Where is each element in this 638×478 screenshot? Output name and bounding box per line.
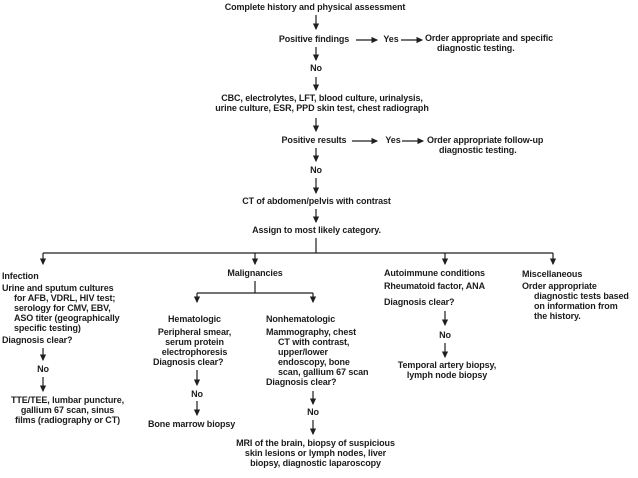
node-infection-diagnosis-clear: Diagnosis clear? — [2, 335, 73, 345]
node-ct-scan: CT of abdomen/pelvis with contrast — [242, 196, 391, 206]
node-infection-tests: Urine and sputum cultures for AFB, VDRL,… — [2, 283, 120, 333]
label-autoimmune-no: No — [439, 330, 451, 340]
node-bone-marrow-biopsy: Bone marrow biopsy — [148, 419, 236, 429]
node-hematologic-diagnosis-clear: Diagnosis clear? — [153, 357, 224, 367]
label-no-1: No — [310, 63, 322, 73]
label-no-2: No — [310, 165, 322, 175]
subbranch-title-hematologic: Hematologic — [168, 314, 221, 324]
branch-title-malignancies: Malignancies — [227, 268, 283, 278]
node-autoimmune-tests: Rheumatoid factor, ANA — [384, 281, 485, 291]
malignancy-split-rail — [197, 281, 313, 294]
branch-title-infection: Infection — [2, 271, 39, 281]
node-order-specific-testing: Order appropriate and specific diagnosti… — [425, 33, 554, 53]
subbranch-title-nonhematologic: Nonhematologic — [266, 314, 336, 324]
node-autoimmune-next-tests: Temporal artery biopsy, lymph node biops… — [397, 360, 497, 380]
node-nonhematologic-next-tests: MRI of the brain, biopsy of suspicious s… — [236, 438, 395, 468]
label-infection-no: No — [37, 364, 49, 374]
node-initial-labs: CBC, electrolytes, LFT, blood culture, u… — [215, 93, 429, 113]
node-autoimmune-diagnosis-clear: Diagnosis clear? — [384, 297, 455, 307]
label-yes-1: Yes — [383, 34, 399, 44]
node-assign-category: Assign to most likely category. — [252, 225, 381, 235]
branch-title-miscellaneous: Miscellaneous — [522, 269, 583, 279]
node-nonhematologic-tests: Mammography, chest CT with contrast, upp… — [266, 327, 369, 377]
branch-title-autoimmune: Autoimmune conditions — [384, 268, 485, 278]
label-nonhematologic-no: No — [307, 407, 319, 417]
node-miscellaneous-tests: Order appropriate diagnostic tests based… — [522, 281, 629, 321]
node-infection-next-tests: TTE/TEE, lumbar puncture, gallium 67 sca… — [10, 395, 124, 425]
label-hematologic-no: No — [191, 389, 203, 399]
node-history-assessment: Complete history and physical assessment — [224, 2, 406, 12]
node-positive-findings: Positive findings — [278, 34, 350, 44]
label-yes-2: Yes — [385, 135, 401, 145]
category-split-rail — [43, 238, 553, 254]
node-nonhematologic-diagnosis-clear: Diagnosis clear? — [266, 377, 337, 387]
node-positive-results: Positive results — [281, 135, 347, 145]
node-hematologic-tests: Peripheral smear, serum protein electrop… — [157, 327, 232, 357]
node-order-followup-testing: Order appropriate follow-up diagnostic t… — [427, 135, 544, 155]
